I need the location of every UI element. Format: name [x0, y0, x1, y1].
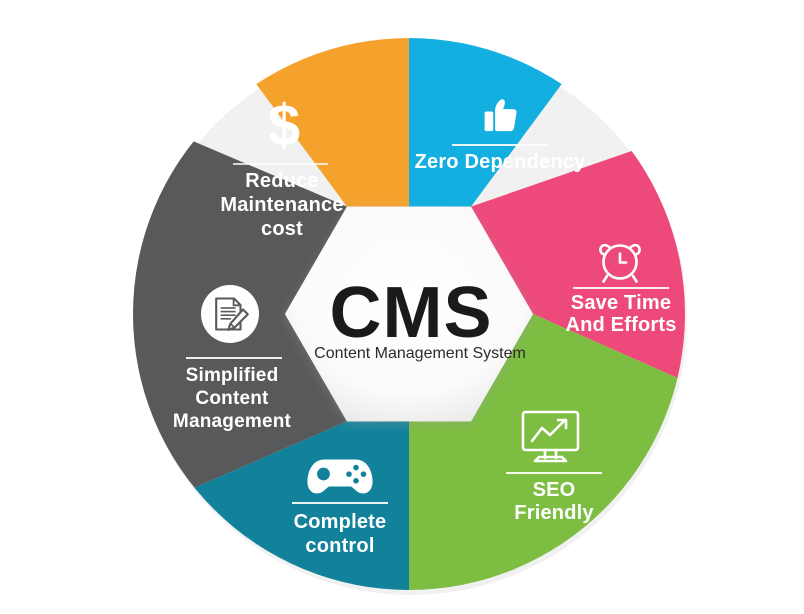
label-simplified-content-management-line1: Simplified [186, 365, 279, 386]
label-save-time-and-efforts-line1: Save Time [571, 292, 671, 314]
content-zero-dependency: Zero Dependency [415, 99, 586, 173]
label-seo-friendly-line1: SEO [533, 479, 576, 501]
monitor-chart-icon [521, 410, 580, 463]
center-title: CMS [330, 273, 493, 353]
label-simplified-content-management-line3: Management [173, 411, 292, 432]
center-hexagon [285, 206, 533, 422]
label-reduce-maintenance-cost-line2: Maintenance [220, 194, 343, 216]
label-reduce-maintenance-cost-line1: Reduce [245, 170, 318, 192]
label-complete-control-line2: control [305, 535, 374, 557]
segment-zero-dependency[interactable] [409, 0, 640, 314]
content-save-time-and-efforts: Save Time And Efforts [565, 243, 676, 336]
thumbs-up-icon [484, 99, 517, 132]
segment-simplified-content-management[interactable] [120, 110, 409, 520]
content-seo-friendly: SEO Friendly [506, 410, 602, 524]
center-subtitle: Content Management System [314, 345, 526, 362]
content-reduce-maintenance-cost: $ Reduce Maintenance cost [220, 93, 343, 240]
label-simplified-content-management-line2: Content [195, 388, 269, 409]
content-simplified-content-management: Simplified Content Management [173, 285, 292, 432]
alarm-clock-icon [599, 243, 641, 283]
document-pencil-icon [201, 285, 259, 343]
label-reduce-maintenance-cost-line3: cost [261, 218, 303, 240]
game-controller-icon [307, 459, 373, 494]
dollar-sign-icon: $ [268, 93, 300, 158]
label-seo-friendly-line2: Friendly [514, 502, 594, 524]
label-save-time-and-efforts-line2: And Efforts [565, 314, 676, 336]
content-complete-control: Complete control [292, 459, 388, 557]
segment-reduce-maintenance-cost[interactable] [178, 0, 410, 314]
label-complete-control-line1: Complete [294, 511, 387, 533]
label-zero-dependency: Zero Dependency [415, 151, 586, 173]
